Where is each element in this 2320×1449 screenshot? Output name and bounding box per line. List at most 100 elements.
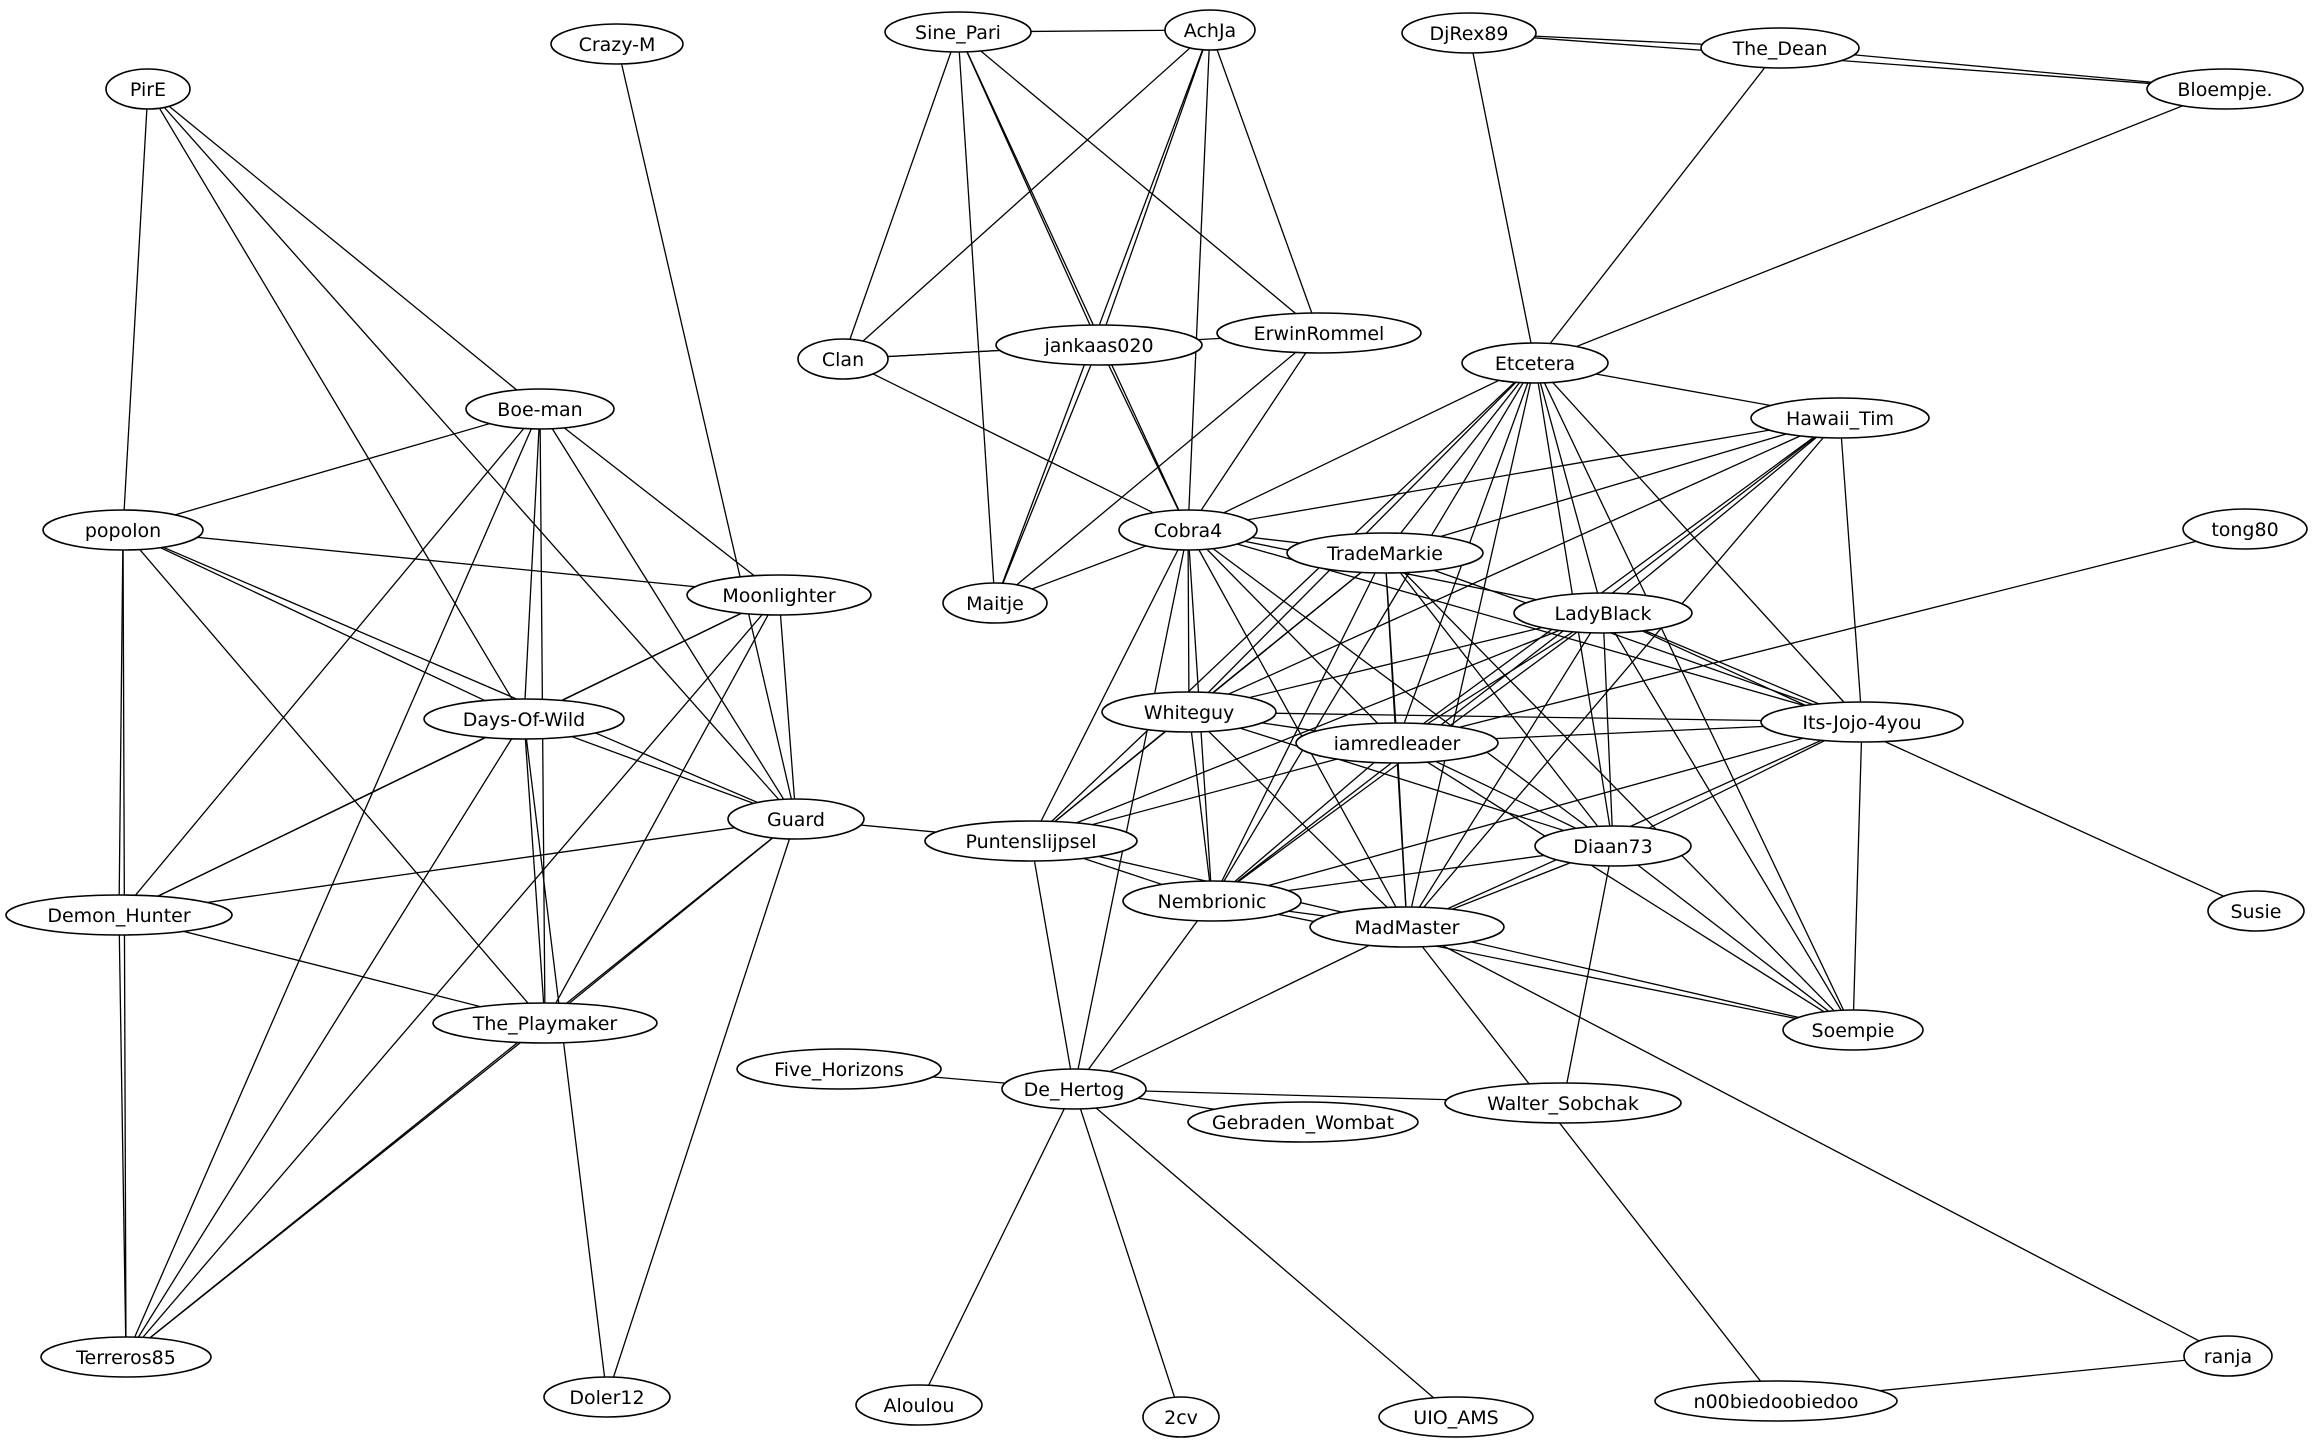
node-label: n00biedoobiedoo (1694, 1391, 1859, 1413)
node-ellipse (550, 23, 684, 65)
node-ellipse (465, 388, 615, 430)
edge-hawaii_tim-cobra4 (1187, 417, 1841, 531)
node-label: Moonlighter (722, 585, 835, 607)
node-ellipse (2183, 1335, 2273, 1377)
edge-ladyblack-iamredleader (1396, 612, 1604, 744)
node-label: Aloulou (884, 1395, 955, 1417)
node-achja: AchJa (1164, 9, 1256, 51)
edge-cobra4-its_jojo (1187, 529, 1863, 723)
edge-whiteguy-diaan73 (1188, 711, 1614, 847)
node-gebraden-wombat: Gebraden_Wombat (1187, 1101, 1419, 1143)
edge-its_jojo-diaan73 (1612, 721, 1863, 847)
node-aloulou: Aloulou (855, 1384, 983, 1426)
node-label: Sine_Pari (915, 22, 1001, 44)
edge-achja-clan (842, 29, 1211, 360)
node-jankaas020: jankaas020 (995, 324, 1203, 366)
node-label: The_Playmaker (472, 1013, 618, 1035)
edge-boe_man-terreros85 (125, 408, 541, 1358)
node-sine-pari: Sine_Pari (884, 11, 1032, 53)
node-label: Bloempje. (2177, 79, 2272, 101)
node-ellipse (942, 582, 1048, 624)
node-crazy-m: Crazy-M (550, 23, 684, 65)
edge-etcetera-its_jojo (1534, 362, 1863, 723)
edge-jankaas020-cobra4 (1098, 344, 1189, 531)
node-ellipse (884, 11, 1032, 53)
node-walter-sobchak: Walter_Sobchak (1444, 1082, 1682, 1124)
node-diaan73: Diaan73 (1534, 825, 1692, 867)
edge-hawaii_tim-whiteguy (1188, 417, 1841, 713)
node-label: Diaan73 (1573, 836, 1652, 858)
node-label: Doler12 (569, 1387, 644, 1409)
node-label: Five_Horizons (774, 1059, 904, 1081)
node-guard: Guard (727, 798, 865, 840)
edge-boe_man-popolon (122, 408, 541, 531)
node-label: Demon_Hunter (47, 905, 191, 927)
edge-pire-guard (147, 88, 797, 820)
edge-boe_man-guard (539, 408, 797, 820)
edge-madmaster-soempie (1406, 926, 1854, 1031)
edge-etcetera-soempie (1534, 362, 1854, 1031)
node-n00biedoobiedoo: n00biedoobiedoo (1654, 1380, 1898, 1422)
edge-cobra4-puntenslijpsel (1030, 529, 1189, 842)
node-label: The_Dean (1732, 38, 1828, 60)
edge-whiteguy-nembrionic (1188, 711, 1213, 902)
node-ellipse (1782, 1009, 1924, 1051)
edge-iamredleader-soempie (1396, 742, 1854, 1031)
edge-erwinrommel-maitje (994, 332, 1320, 604)
edge-popolon-days_of_wild (122, 529, 525, 720)
node-label: LadyBlack (1555, 603, 1652, 625)
edge-bloempje-etcetera (1534, 88, 2226, 364)
edge-tong80-iamredleader (1396, 528, 2246, 744)
edge-madmaster-de_hertog (1073, 926, 1408, 1090)
edge-days_of_wild-terreros85 (125, 718, 525, 1358)
edge-sine_pari-maitje (957, 31, 996, 604)
node-ranja: ranja (2183, 1335, 2273, 1377)
edge-pire-popolon (122, 88, 149, 531)
node-uio-ams: UIO_AMS (1378, 1396, 1534, 1438)
node-ellipse (42, 509, 204, 551)
edge-trademarkie-diaan73 (1384, 552, 1614, 847)
edge-boe_man-demon_hunter (118, 408, 541, 916)
node-ellipse (1461, 342, 1609, 384)
node-ellipse (1444, 1082, 1682, 1124)
edge-popolon-terreros85 (122, 529, 127, 1358)
node-trademarkie: TradeMarkie (1286, 532, 1484, 574)
node-pire: PirE (105, 68, 191, 110)
nodes-layer: Crazy-M Sine_Pari AchJa DjRex89The_DeanBloe… (5, 9, 2308, 1438)
edge-hawaii_tim-madmaster (1406, 417, 1841, 928)
node-djrex89: DjRex89 (1401, 12, 1537, 54)
edge-madmaster-ranja (1406, 926, 2229, 1357)
edge-its_jojo-soempie (1852, 721, 1863, 1031)
node-ellipse (1295, 722, 1499, 764)
node-ellipse (432, 1002, 658, 1044)
node-label: Crazy-M (579, 34, 656, 56)
node-ellipse (1378, 1396, 1534, 1438)
node-days-of-wild: Days-Of-Wild (423, 698, 625, 740)
node-clan: Clan (797, 338, 889, 380)
node-tong80: tong80 (2182, 508, 2308, 550)
node-nembrionic: Nembrionic (1122, 880, 1302, 922)
node-ellipse (727, 798, 865, 840)
edge-ladyblack-puntenslijpsel (1030, 612, 1604, 842)
node-label: Terreros85 (75, 1347, 176, 1369)
node-ellipse (995, 324, 1203, 366)
node-ellipse (1216, 312, 1422, 354)
node-label: AchJa (1184, 20, 1236, 42)
edge-ladyblack-whiteguy (1188, 612, 1604, 713)
edge-etcetera-puntenslijpsel (1030, 362, 1536, 842)
edge-hawaii_tim-its_jojo (1839, 417, 1863, 723)
node-label: Its-Jojo-4you (1802, 712, 1921, 734)
node-label: Clan (822, 349, 864, 371)
edge-days_of_wild-doler12 (523, 718, 608, 1398)
edge-pire-days_of_wild (147, 88, 525, 720)
edge-hawaii_tim-iamredleader (1396, 417, 1841, 744)
edge-erwinrommel-cobra4 (1187, 332, 1320, 531)
node-erwinrommel: ErwinRommel (1216, 312, 1422, 354)
node-label: ranja (2204, 1346, 2252, 1368)
edge-nembrionic-de_hertog (1073, 900, 1213, 1090)
node-ellipse (924, 820, 1138, 862)
edge-etcetera-nembrionic (1211, 362, 1536, 902)
edge-boe_man-days_of_wild (523, 408, 541, 720)
edge-days_of_wild-demon_hunter (118, 718, 525, 916)
